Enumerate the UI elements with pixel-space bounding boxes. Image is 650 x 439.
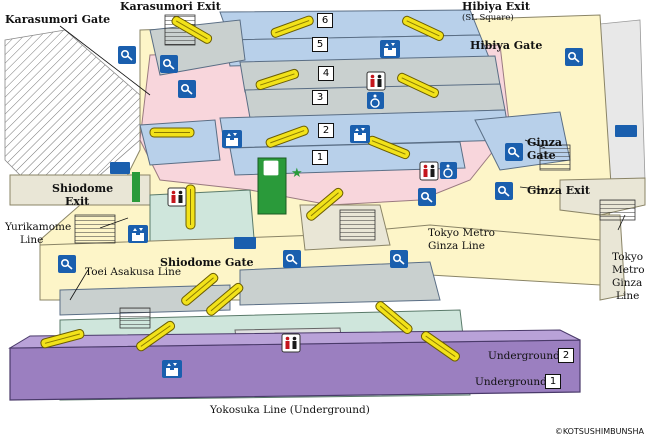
yurikamome-label-1: Yurikamome	[5, 221, 72, 233]
tokyo-metro-ginza-vertical-4: Line	[616, 290, 640, 302]
toei-asakusa-label: Toei Asakusa Line	[85, 266, 182, 278]
ginza-exit-label: Ginza Exit	[527, 184, 590, 197]
leader-lines	[59, 25, 626, 301]
tokyo-metro-ginza-vertical-3: Ginza	[612, 277, 643, 289]
shiodome-exit-label-2: Exit	[65, 195, 90, 208]
hibiya-exit-sub-label: (SL Square)	[462, 13, 514, 23]
tokyo-metro-ginza-vertical-2: Metro	[612, 264, 645, 276]
stairs	[74, 14, 636, 329]
shiodome-gate-label: Shiodome Gate	[160, 256, 254, 269]
platform-number-2: 2	[318, 123, 334, 138]
shiodome-exit-label-1: Shiodome	[52, 182, 114, 195]
underground-2-label: Underground	[488, 350, 560, 362]
ginza-gate-label-1: Ginza	[527, 136, 562, 149]
underground-platform-1: 1	[545, 374, 561, 389]
copyright: ©KOTSUSHIMBUNSHA	[554, 427, 644, 436]
hibiya-exit-label: Hibiya Exit	[462, 0, 530, 13]
yurikamome-label-2: Line	[20, 234, 44, 246]
svg-text:★: ★	[291, 166, 303, 181]
misc-signs	[110, 125, 637, 249]
platform-number-3: 3	[312, 90, 328, 105]
tokyo-metro-ginza-vertical-1: Tokyo	[612, 251, 644, 263]
tokyo-metro-ginza-label-2: Ginza Line	[428, 240, 485, 252]
tokyo-metro-ginza-label-1: Tokyo Metro	[428, 227, 495, 239]
underground-platform-2: 2	[558, 348, 574, 363]
platform-number-5: 5	[312, 37, 328, 52]
karasumori-exit-label: Karasumori Exit	[120, 0, 221, 13]
platform-number-6: 6	[317, 13, 333, 28]
hibiya-gate-label: Hibiya Gate	[470, 39, 543, 52]
ginza-gate-label-2: Gate	[527, 149, 556, 162]
yokosuka-line-label: Yokosuka Line (Underground)	[210, 404, 370, 416]
underground-1-label: Underground	[475, 376, 547, 388]
platform-number-4: 4	[318, 66, 334, 81]
karasumori-gate-label: Karasumori Gate	[5, 13, 111, 26]
platform-number-1: 1	[312, 150, 328, 165]
